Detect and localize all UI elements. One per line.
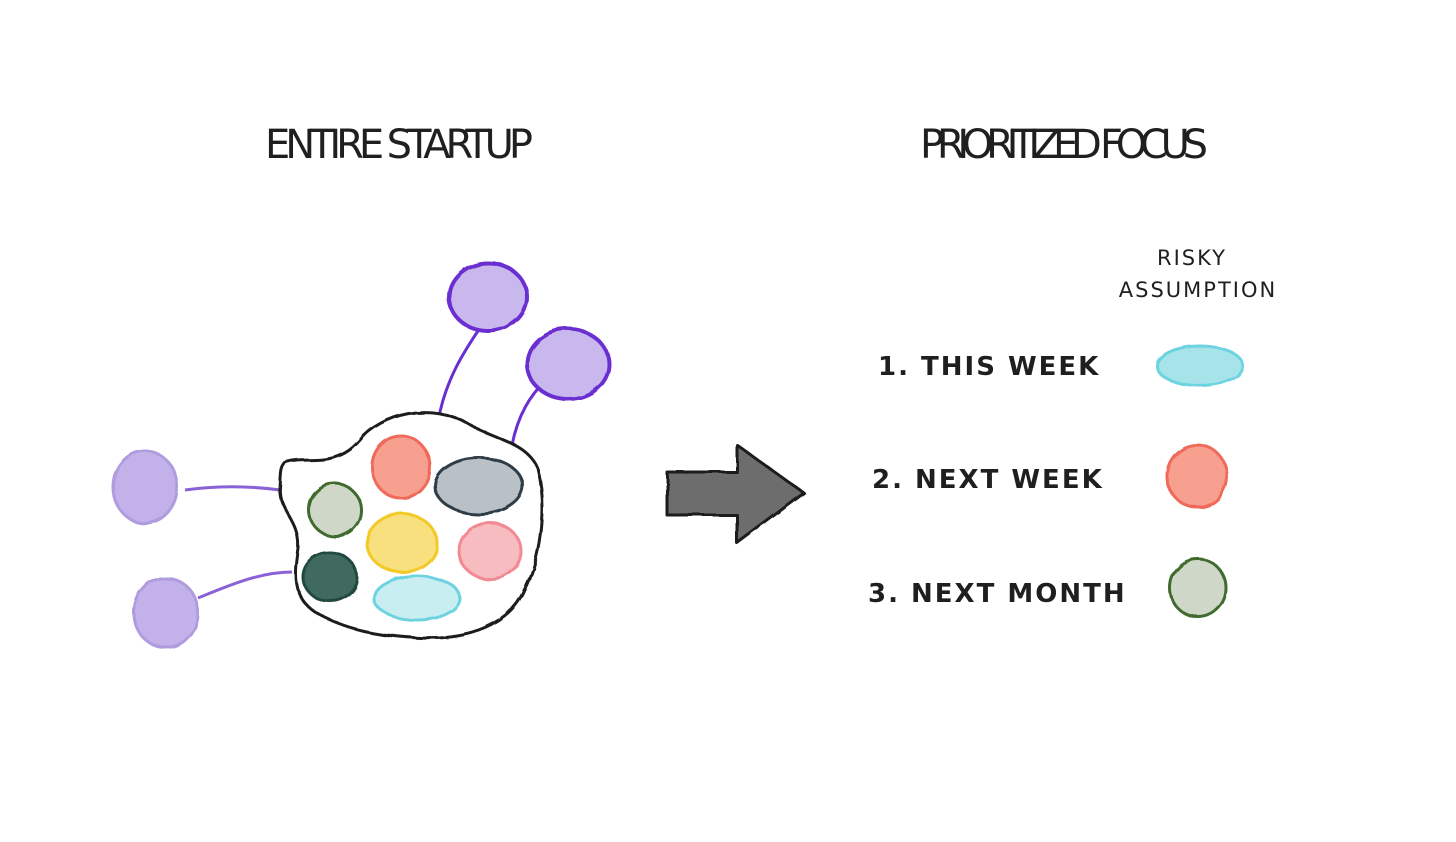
right-title: PRIORITIZED FOCUS — [920, 122, 1210, 168]
priority-row: 2. NEXT WEEK — [872, 443, 1229, 509]
priority-row: 1. THIS WEEK — [878, 344, 1245, 388]
left-title: ENTIRE STARTUP — [265, 122, 535, 168]
assumption-gray — [433, 456, 525, 516]
startup-cluster — [111, 261, 611, 650]
priority-row: 3. NEXT MONTH — [868, 557, 1228, 619]
column-header-line-1: RISKY — [1157, 246, 1227, 270]
priority-row-label: 3. NEXT MONTH — [868, 579, 1127, 609]
risky-assumption-marker — [1168, 557, 1228, 619]
assumption-salmon — [370, 434, 432, 500]
external-dependency-circle — [111, 449, 179, 525]
risky-assumption-marker — [1165, 443, 1229, 509]
risky-assumption-marker — [1155, 344, 1245, 388]
external-dependency-circle — [525, 327, 611, 401]
assumption-cyan — [372, 574, 462, 622]
external-dependency-circle — [447, 261, 529, 333]
column-header-line-2: ASSUMPTION — [1119, 278, 1277, 302]
priority-row-label: 2. NEXT WEEK — [872, 465, 1104, 495]
connector-line — [184, 485, 281, 492]
assumption-teal — [301, 551, 359, 603]
assumption-green — [307, 482, 363, 538]
assumption-yellow — [365, 512, 439, 574]
external-dependency-circle — [132, 576, 200, 650]
connector-line — [197, 570, 293, 600]
arrow-icon — [665, 443, 806, 545]
assumption-pink — [457, 521, 523, 581]
priority-row-label: 1. THIS WEEK — [878, 352, 1100, 382]
connector-line — [436, 327, 482, 423]
